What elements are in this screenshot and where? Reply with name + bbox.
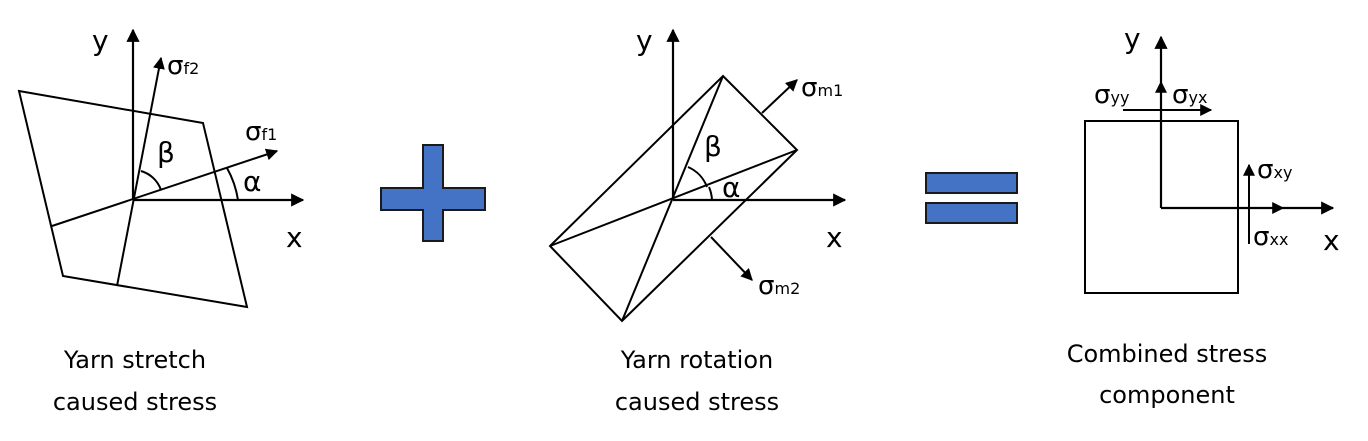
caption-line-1: Yarn rotation bbox=[620, 346, 773, 374]
caption-line-2: caused stress bbox=[615, 388, 779, 416]
equals-operator bbox=[925, 172, 1018, 224]
y-axis-label: y bbox=[636, 24, 653, 57]
caption-line-2: component bbox=[1099, 381, 1235, 409]
caption-line-1: Yarn stretch bbox=[63, 346, 206, 374]
caption-line-2: caused stress bbox=[53, 388, 217, 416]
panel-yarn-rotation: y x σm1 σm2 β α Yarn rotation caused str… bbox=[548, 24, 847, 416]
sigma-yy-label: σyy bbox=[1094, 80, 1129, 110]
sigma-m1-label: σm1 bbox=[801, 73, 843, 103]
sigma-xx-label: σxx bbox=[1253, 222, 1288, 252]
alpha-arc bbox=[708, 186, 713, 201]
yarn-quadrilateral bbox=[17, 89, 249, 309]
alpha-arc bbox=[226, 167, 239, 201]
beta-label: β bbox=[704, 130, 722, 163]
sigma-f2-label: σf2 bbox=[167, 51, 199, 81]
panel-yarn-stretch: y x σf2 σf1 β α Yarn stretch caused stre… bbox=[17, 24, 305, 416]
sigma-xy-label: σxy bbox=[1257, 155, 1292, 185]
sigma-yx-label: σyx bbox=[1172, 80, 1207, 110]
beta-arc bbox=[687, 166, 708, 188]
x-axis-label: x bbox=[1323, 224, 1340, 257]
x-axis-label: x bbox=[826, 221, 843, 254]
beta-arc bbox=[140, 170, 162, 191]
sigma-m2-arrow bbox=[710, 236, 753, 281]
caption-line-1: Combined stress bbox=[1067, 340, 1268, 368]
alpha-label: α bbox=[722, 171, 740, 204]
sigma-f1-label: σf1 bbox=[245, 117, 277, 147]
x-axis-label: x bbox=[286, 221, 303, 254]
sigma-m1-arrow bbox=[761, 79, 798, 114]
beta-label: β bbox=[157, 136, 175, 169]
y-axis-label: y bbox=[1124, 22, 1141, 55]
plus-operator bbox=[380, 144, 486, 242]
panel-combined-stress: y x σyy σyx σxy σxx Combined stress comp… bbox=[1067, 22, 1340, 409]
sigma-f1-arrow bbox=[51, 148, 279, 227]
sigma-f2-arrow bbox=[116, 56, 165, 287]
y-axis-label: y bbox=[92, 24, 109, 57]
sigma-m2-label: σm2 bbox=[758, 271, 800, 301]
alpha-label: α bbox=[243, 165, 261, 198]
